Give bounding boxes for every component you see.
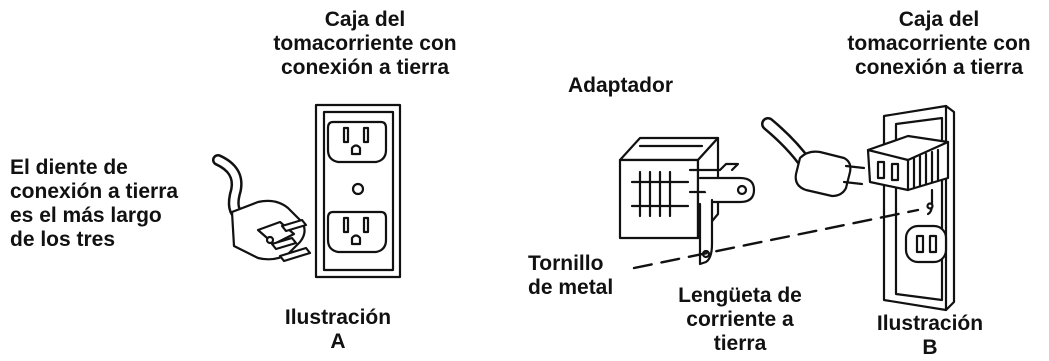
caption-a-line2: A <box>330 330 346 353</box>
caption-a: Ilustración A <box>258 306 418 354</box>
outlet-a-box-label: Caja del tomacorriente con conexión a ti… <box>255 8 475 80</box>
caption-b: Ilustración B <box>850 312 1010 360</box>
prong-label-line2: conexión a tierra <box>10 180 179 203</box>
outlet-b-box-label: Caja del tomacorriente con conexión a ti… <box>829 8 1049 80</box>
tab-label-line3: tierra <box>713 332 767 355</box>
outlet-a-box-label-line1: Caja del <box>324 8 406 31</box>
prong-label-line3: es el más largo <box>10 204 162 227</box>
plug-b <box>761 117 866 198</box>
outlet-b-box-label-line1: Caja del <box>898 8 980 31</box>
outlet-a-box-label-line3: conexión a tierra <box>280 56 450 79</box>
outlet-b <box>866 104 956 312</box>
prong-label-line1: El diente de <box>10 156 128 179</box>
outlet-b-box-label-line3: conexión a tierra <box>854 56 1024 79</box>
caption-b-line2: B <box>922 336 938 359</box>
caption-b-line1: Ilustración <box>876 312 984 335</box>
caption-a-line1: Ilustración <box>284 306 392 329</box>
adapter-b <box>618 136 756 266</box>
tab-label-line1: Lengüeta de <box>678 284 802 307</box>
outlet-b-box-label-line2: tomacorriente con <box>847 32 1031 55</box>
tab-label-line2: corriente a <box>686 308 794 331</box>
screw-label-line2: de metal <box>528 276 614 299</box>
adapter-label: Adaptador <box>568 74 673 97</box>
prong-label-line4: de los tres <box>10 228 116 251</box>
prong-label: El diente de conexión a tierra es el más… <box>10 156 178 252</box>
screw-label: Tornillo de metal <box>528 252 613 300</box>
dashed-leader-line <box>632 208 920 270</box>
screw-label-line1: Tornillo <box>528 252 604 275</box>
outlet-a <box>314 103 402 279</box>
plug-a <box>212 154 312 263</box>
outlet-a-box-label-line2: tomacorriente con <box>273 32 457 55</box>
tab-label: Lengüeta de corriente a tierra <box>650 284 830 356</box>
